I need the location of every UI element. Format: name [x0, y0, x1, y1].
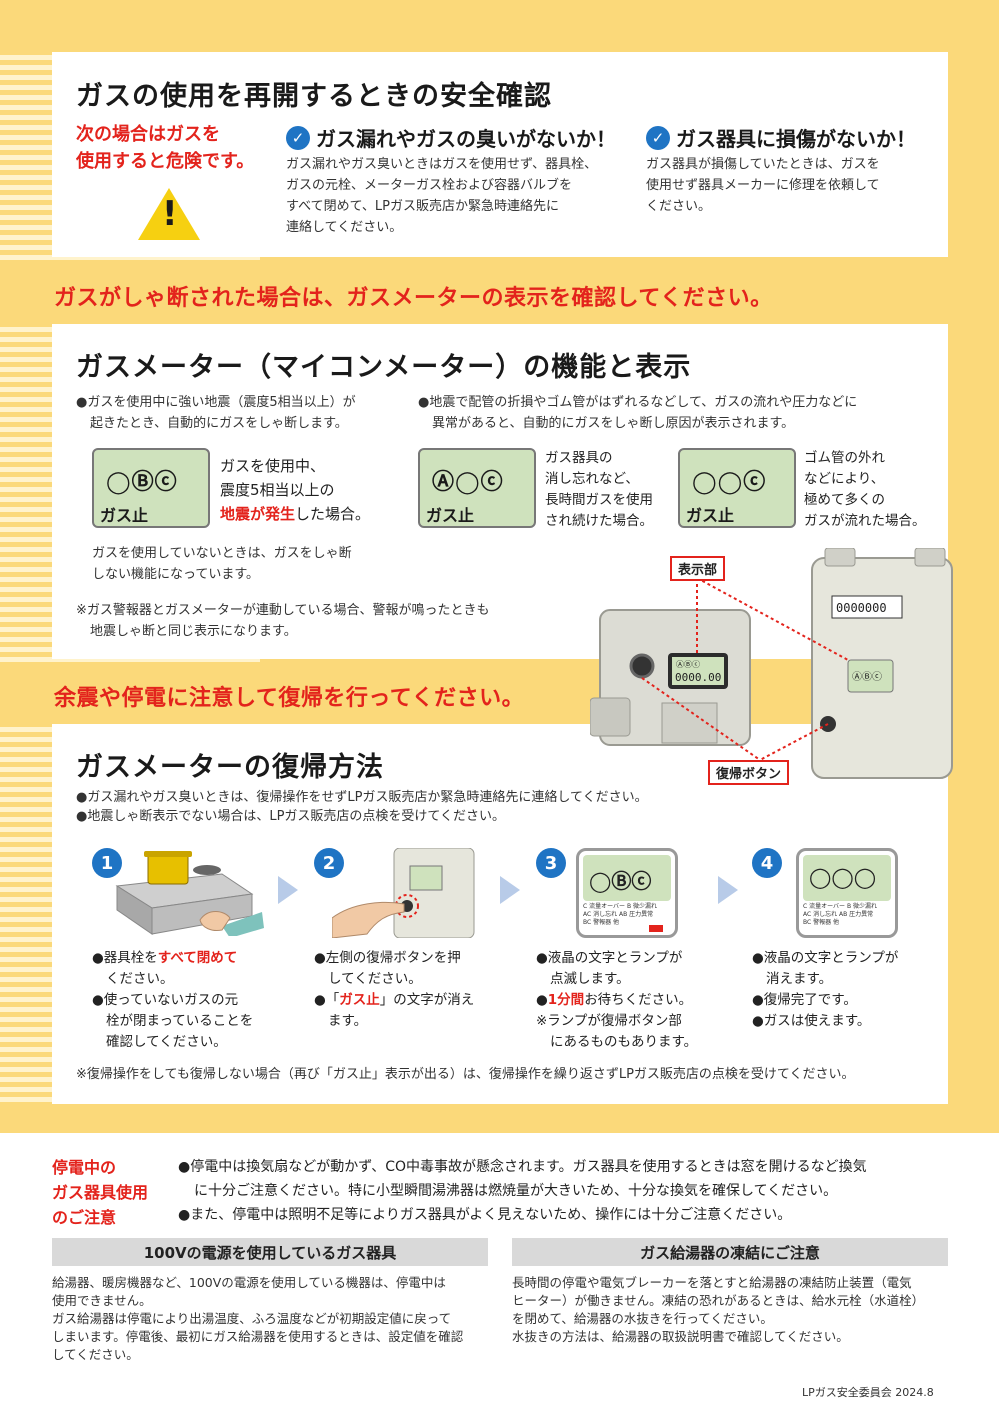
aftershock-banner: 余震や停電に注意して復帰を行ってください。 [54, 686, 525, 711]
earthquake-description: ガスを使用中、 震度5相当以上の 地震が発生した場合。 [220, 457, 371, 523]
footer-credit: LPガス安全委員会 2024.8 [802, 1386, 934, 1399]
step-arrow-icon [718, 876, 738, 904]
gas-meter-illustration: ⒶⒷⓒ 0000.00 0000000 ⒶⒷⓒ [590, 548, 953, 779]
electric-appliance-heading: 100Vの電源を使用しているガス器具 [52, 1238, 488, 1266]
lcd-display-earthquake: ◯Ⓑⓒ ガス止 [92, 448, 210, 528]
small-meter-reset-button [629, 653, 655, 679]
section2-title: ガスメーター（マイコンメーター）の機能と表示 [76, 352, 692, 383]
step-3-text: ●液晶の文字とランプが 点滅します。 ●1分間お待ちください。 ※ランプが復帰ボ… [536, 950, 698, 1050]
step-2-badge: 2 [314, 848, 344, 878]
step-arrow-icon [500, 876, 520, 904]
display-part-label: 表示部 [670, 556, 726, 581]
meter-reading: 0000.00 [675, 671, 721, 684]
check-gas-leak-title: ✓ ガス漏れやガスの臭いがないか！ [286, 123, 616, 152]
step-4-badge: 4 [752, 848, 782, 878]
check-gas-leak-text: ガス漏れやガス臭いときはガスを使用せず、器具栓、 ガスの元栓、メーターガス栓およ… [286, 157, 598, 235]
excess-flow-description: ゴム管の外れ などにより、 極めて多くの ガスが流れた場合。 [804, 450, 926, 529]
water-heater-freeze-text: 長時間の停電や電気ブレーカーを落とすと給湯器の凍結防止装置（電気 ヒーター）が働… [512, 1275, 925, 1344]
earthquake-bullet: ●ガスを使用中に強い地震（震度5相当以上）が 起きたとき、自動的にガスをしゃ断し… [76, 395, 356, 431]
svg-text:ⒶⒷⓒ: ⒶⒷⓒ [852, 671, 882, 683]
abnormal-flow-bullet: ●地震で配管の折損やゴム管がはずれるなどして、ガスの流れや圧力などに 異常がある… [418, 395, 858, 431]
reset-button-label: 復帰ボタン [708, 760, 790, 785]
power-outage-heading: 停電中の ガス器具使用 のご注意 [52, 1158, 149, 1227]
check-damage-title: ✓ ガス器具に損傷がないか！ [646, 123, 916, 152]
svg-text:ⒶⒷⓒ: ⒶⒷⓒ [676, 660, 700, 669]
warning-triangle-icon [138, 188, 200, 240]
svg-text:0000000: 0000000 [836, 601, 887, 615]
large-meter-counter [831, 595, 903, 619]
reset-footnote: ※復帰操作をしても復帰しない場合（再び「ガス止」表示が出る）は、復帰操作を繰り返… [76, 1067, 855, 1082]
lamp-icon [649, 925, 663, 932]
step-1-text: ●器具栓をすべて閉めて ください。 ●使っていないガスの元 栓が閉まっていること… [92, 950, 254, 1050]
exclamation-icon: ! [162, 194, 178, 234]
check-damage-text: ガス器具が損傷していたときは、ガスを 使用せず器具メーカーに修理を依頼して くだ… [646, 157, 880, 214]
stove-illustration [115, 851, 264, 936]
step-4-lcd: ◯◯◯ C 流量オーバー B 微少漏れ AC 消し忘れ AB 圧力異常 BC 警… [796, 848, 898, 938]
not-in-use-note: ガスを使用していないときは、ガスをしゃ断 しない機能になっています。 [92, 546, 352, 582]
check-icon: ✓ [286, 125, 310, 150]
danger-warning: 次の場合はガスを 使用すると危険です。 [76, 124, 255, 172]
lcd-display-long-use: Ⓐ◯ⓒ ガス止 [418, 448, 536, 528]
large-meter-lcd [847, 659, 894, 693]
step-2-text: ●左側の復帰ボタンを押 してください。 ●「ガス止」の文字が消え ます。 [314, 950, 475, 1029]
long-use-description: ガス器具の 消し忘れなど、 長時間ガスを使用 され続けた場合。 [545, 450, 653, 529]
step-arrow-icon [278, 876, 298, 904]
shutoff-banner: ガスがしゃ断された場合は、ガスメーターの表示を確認してください。 [54, 286, 773, 311]
pot [147, 853, 189, 885]
alarm-linkage-note: ※ガス警報器とガスメーターが連動している場合、警報が鳴ったときも 地震しゃ断と同… [76, 603, 490, 639]
electric-appliance-text: 給湯器、暖房機器など、100Vの電源を使用している機器は、停電中は 使用できませ… [52, 1275, 464, 1362]
power-outage-text: ●停電中は換気扇などが動かず、CO中毒事故が懸念されます。ガス器具を使用するとき… [178, 1159, 867, 1223]
water-heater-freeze-heading: ガス給湯器の凍結にご注意 [512, 1238, 948, 1266]
section1-title: ガスの使用を再開するときの安全確認 [76, 81, 552, 112]
section3-title: ガスメーターの復帰方法 [76, 752, 384, 783]
safety-check-panel [52, 52, 948, 257]
step-3-badge: 3 [536, 848, 566, 878]
lcd-display-excess-flow: ◯◯ⓒ ガス止 [678, 448, 796, 528]
step-1-badge: 1 [92, 848, 122, 878]
reset-bullets: ●ガス漏れやガス臭いときは、復帰操作をせずLPガス販売店か緊急時連絡先に連絡して… [76, 790, 648, 824]
press-button-illustration [332, 848, 475, 938]
step-3-lcd: ◯Ⓑⓒ C 流量オーバー B 微少漏れ AC 消し忘れ AB 圧力異常 BC 警… [576, 848, 678, 938]
check-icon: ✓ [646, 125, 670, 150]
step-4-text: ●液晶の文字とランプが 消えます。 ●復帰完了です。 ●ガスは使えます。 [752, 950, 899, 1029]
